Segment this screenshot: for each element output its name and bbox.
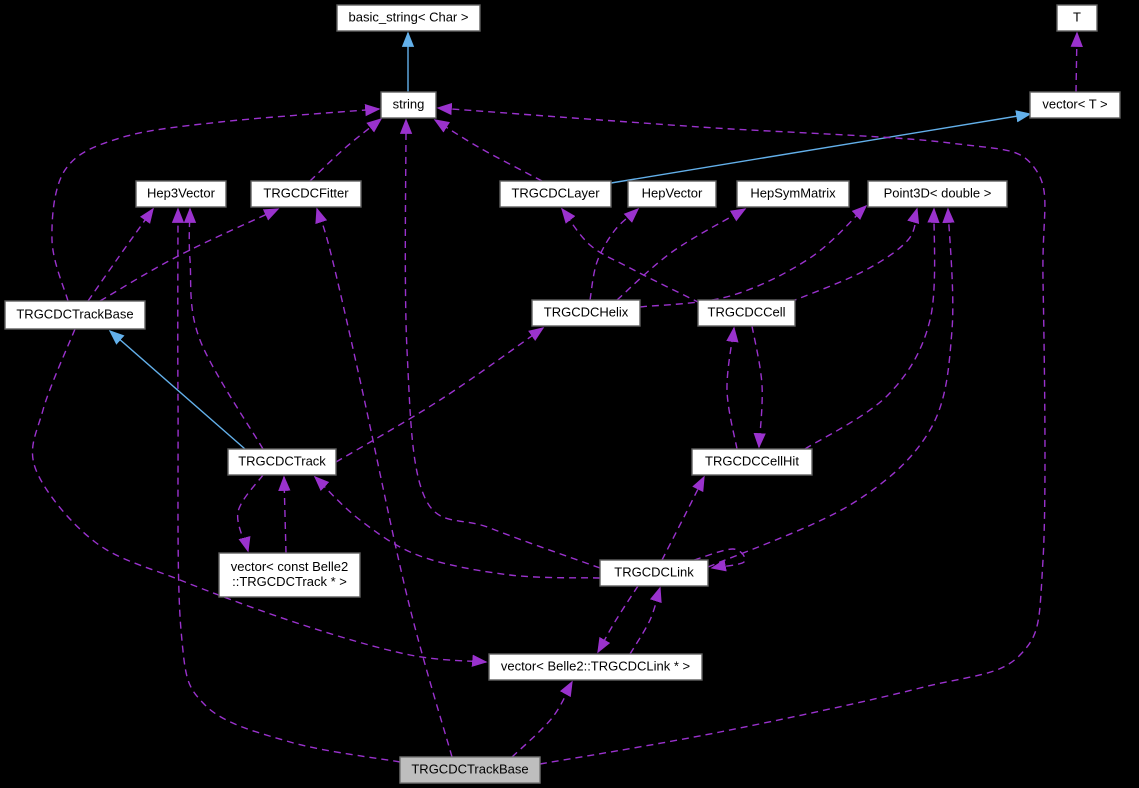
node-box-TrackBaseLeft [4, 300, 146, 330]
node-label-TRGCDCHelix: TRGCDCHelix [544, 305, 629, 320]
node-label-TRGCDCCellHit: TRGCDCCellHit [705, 454, 799, 469]
node-TRGCDCHelix[interactable]: TRGCDCHelix [531, 299, 641, 327]
edge-TRGCDCHelix-HepSymMatrix-usage [616, 208, 747, 301]
edge-vectorT-T-usage [1070, 31, 1083, 93]
node-label-HepSymMatrix: HepSymMatrix [750, 186, 836, 201]
node-label-string: string [393, 97, 425, 112]
node-vectorTrackPtr[interactable]: vector< const Belle2::TRGCDCTrack * > [218, 552, 361, 598]
edge-TrackBaseLeft-string-usage [51, 104, 381, 302]
edge-TRGCDCCell-Point3D-usage [789, 207, 920, 303]
edge-TRGCDCCell-TRGCDCCellHit-usage [751, 325, 766, 449]
edge-TRGCDCLink-TRGCDCTrack-usage [313, 475, 601, 579]
node-label-vectorT: vector< T > [1042, 97, 1107, 112]
node-box-TRGCDCTrack [227, 448, 337, 476]
edge-TrackBaseMain-string-usage [436, 102, 1046, 765]
node-box-vectorLinkPtr [488, 653, 703, 681]
node-T[interactable]: T [1056, 4, 1098, 32]
edge-TRGCDCTrack-Hep3Vector-usage [183, 207, 264, 450]
node-label-TRGCDCLayer: TRGCDCLayer [511, 186, 600, 201]
node-HepVector[interactable]: HepVector [627, 180, 717, 208]
node-label-T: T [1073, 10, 1081, 25]
node-label-TrackBaseMain: TRGCDCTrackBase [411, 762, 528, 777]
edge-TRGCDCLink-vectorLinkPtr-usage [597, 585, 639, 654]
node-box-vectorT [1029, 91, 1121, 119]
node-basic_string[interactable]: basic_string< Char > [336, 4, 481, 32]
node-box-T [1056, 4, 1098, 32]
node-TRGCDCCellHit[interactable]: TRGCDCCellHit [691, 448, 813, 476]
edge-TRGCDCTrack-vectorTrackPtr-usage [236, 474, 264, 553]
node-TRGCDCTrack[interactable]: TRGCDCTrack [227, 448, 337, 476]
node-TRGCDCCell[interactable]: TRGCDCCell [697, 299, 796, 327]
edge-vectorTrackPtr-TRGCDCTrack-usage [278, 475, 291, 554]
node-box-TRGCDCCellHit [691, 448, 813, 476]
edge-TrackBaseMain-TRGCDCFitter-usage [315, 207, 453, 758]
node-box-TRGCDCCell [697, 299, 796, 327]
edge-TRGCDCHelix-HepVector-usage [589, 207, 640, 301]
node-label-TRGCDCLink: TRGCDCLink [614, 565, 694, 580]
node-label-vectorTrackPtr: vector< const Belle2::TRGCDCTrack * > [231, 559, 348, 589]
edge-TRGCDCCellHit-TRGCDCCell-usage [726, 326, 739, 450]
edge-vectorLinkPtr-TRGCDCLink-usage [629, 586, 662, 655]
node-TRGCDCLink[interactable]: TRGCDCLink [599, 559, 709, 587]
node-Point3D[interactable]: Point3D< double > [867, 180, 1008, 208]
node-label-basic_string: basic_string< Char > [349, 10, 469, 25]
node-TRGCDCFitter[interactable]: TRGCDCFitter [250, 180, 362, 208]
node-TrackBaseMain: TRGCDCTrackBase [399, 756, 541, 784]
node-label-Point3D: Point3D< double > [884, 186, 992, 201]
node-box-Hep3Vector [135, 180, 227, 208]
node-label-vectorLinkPtr: vector< Belle2::TRGCDCLink * > [501, 659, 690, 674]
edge-TrackBaseMain-Hep3Vector-usage [171, 207, 401, 763]
edge-TRGCDCLink-TRGCDCLink-usage [693, 548, 746, 572]
edge-TRGCDCLink-string-usage [399, 118, 601, 569]
node-Hep3Vector[interactable]: Hep3Vector [135, 180, 227, 208]
edge-TrackBaseLeft-vectorLinkPtr-usage [31, 328, 488, 667]
edge-TRGCDCFitter-string-usage [309, 118, 383, 182]
node-box-string [380, 91, 437, 119]
edge-TRGCDCCell-TRGCDCLayer-usage [561, 207, 701, 304]
edge-TRGCDCLink-Point3D-usage [707, 207, 955, 568]
node-box-TrackBaseMain [399, 756, 541, 784]
edge-TRGCDCTrack-TRGCDCHelix-usage [335, 327, 545, 463]
edge-TrackBaseMain-vectorLinkPtr-usage [511, 680, 573, 758]
node-label-HepVector: HepVector [642, 186, 703, 201]
node-label-Hep3Vector: Hep3Vector [147, 186, 216, 201]
edge-TRGCDCLink-TRGCDCCellHit-usage [661, 475, 705, 561]
node-box-vectorTrackPtr [218, 552, 361, 598]
node-label-TRGCDCFitter: TRGCDCFitter [263, 186, 349, 201]
node-box-Point3D [867, 180, 1008, 208]
node-TrackBaseLeft[interactable]: TRGCDCTrackBase [4, 300, 146, 330]
node-string[interactable]: string [380, 91, 437, 119]
edge-TRGCDCLayer-string-usage [433, 119, 543, 182]
edge-TRGCDCTrack-TrackBaseLeft-inheritance [108, 329, 246, 450]
node-box-basic_string [336, 4, 481, 32]
edge-TrackBaseLeft-Hep3Vector-usage [87, 207, 154, 302]
node-label-TRGCDCCell: TRGCDCCell [708, 305, 786, 320]
node-HepSymMatrix[interactable]: HepSymMatrix [736, 180, 850, 208]
node-box-HepVector [627, 180, 717, 208]
node-label-TrackBaseLeft: TRGCDCTrackBase [16, 307, 133, 322]
node-box-TRGCDCHelix [531, 299, 641, 327]
node-box-TRGCDCLayer [499, 180, 612, 208]
edge-TRGCDCLayer-vectorT-inheritance [610, 110, 1032, 184]
node-vectorT[interactable]: vector< T > [1029, 91, 1121, 119]
node-vectorLinkPtr[interactable]: vector< Belle2::TRGCDCLink * > [488, 653, 703, 681]
edge-TRGCDCHelix-Point3D-usage [639, 204, 868, 308]
node-box-HepSymMatrix [736, 180, 850, 208]
node-label-TRGCDCTrack: TRGCDCTrack [238, 454, 326, 469]
edge-TRGCDCCellHit-Point3D-usage [804, 207, 940, 450]
node-box-TRGCDCLink [599, 559, 709, 587]
node-box-TRGCDCFitter [250, 180, 362, 208]
node-TRGCDCLayer[interactable]: TRGCDCLayer [499, 180, 612, 208]
